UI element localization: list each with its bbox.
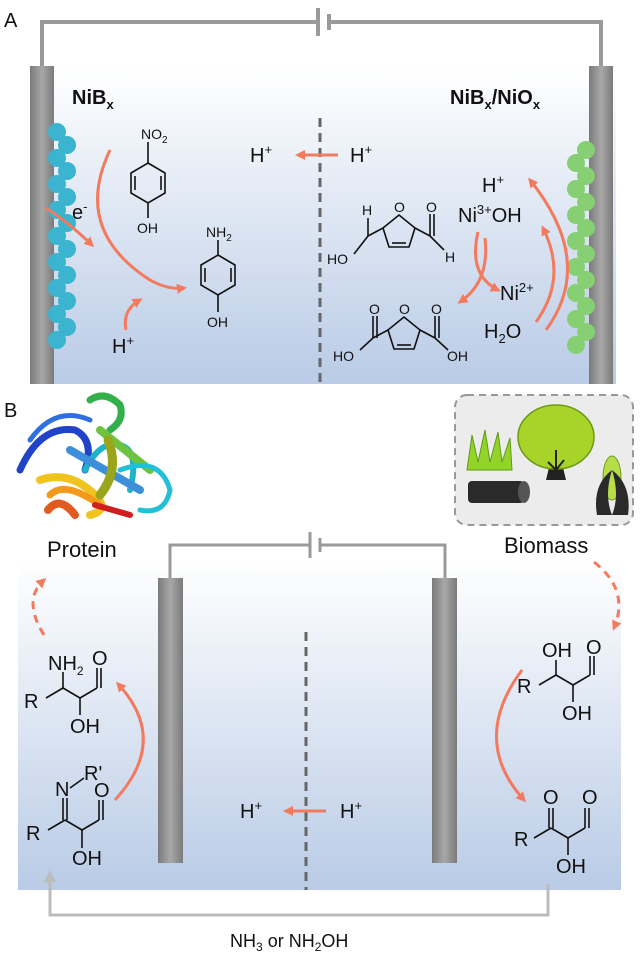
svg-text:OH: OH — [562, 703, 592, 725]
svg-text:H: H — [362, 202, 372, 218]
ammonia-feed-loop — [44, 870, 550, 917]
grass-icon — [466, 429, 513, 471]
svg-text:R': R' — [84, 763, 102, 785]
hydroxy-acid: OH R O OH — [517, 637, 602, 725]
svg-text:O: O — [426, 199, 437, 215]
svg-text:HO: HO — [327, 251, 348, 267]
svg-text:OH: OH — [542, 640, 572, 662]
panel-a-wire — [40, 20, 603, 66]
electron-arrow — [45, 206, 95, 248]
anode-proton: H+ — [482, 172, 504, 197]
keto-acid: O R O OH — [514, 787, 598, 878]
svg-text:O: O — [586, 637, 602, 659]
anode-label: NiBx/NiOx — [450, 87, 541, 112]
imine-acid: N R' R O OH — [26, 763, 110, 870]
panel-a-letter: A — [4, 10, 18, 32]
svg-text:R: R — [514, 829, 528, 851]
cathode-label: NiBx — [72, 87, 114, 112]
water: H2O — [484, 321, 521, 346]
cathode-proton-arrow — [123, 298, 143, 331]
svg-text:O: O — [394, 199, 405, 215]
ni2: Ni2+ — [500, 280, 534, 305]
cathode-proton: H+ — [112, 333, 134, 358]
panel-b-cathode — [158, 578, 183, 863]
svg-text:R: R — [24, 691, 38, 713]
tree-icon — [517, 404, 595, 480]
fdca-molecule: O O O HO OH — [333, 301, 468, 364]
aminophenol: NH2 OH — [200, 224, 236, 330]
svg-text:O: O — [543, 787, 559, 809]
panel-a-cell — [30, 66, 616, 384]
svg-text:HO: HO — [333, 348, 354, 364]
hmf-molecule: HO H O O H — [327, 199, 455, 267]
svg-text:O: O — [431, 301, 442, 317]
log-icon — [468, 481, 530, 503]
panel-a-cathode — [30, 66, 54, 384]
proton-a-left: H+ — [250, 142, 272, 167]
svg-text:OH: OH — [72, 848, 102, 870]
corn-icon — [596, 455, 629, 515]
to-protein-arrow — [31, 577, 47, 636]
proton-b-left: H+ — [240, 798, 262, 823]
ni3-oh: Ni3+OH — [458, 202, 522, 227]
panel-b-anode — [432, 578, 457, 863]
panel-b-wire — [168, 543, 447, 580]
svg-text:O: O — [582, 787, 598, 809]
hmf-oxidation-arrow — [457, 237, 488, 304]
proton-b-right: H+ — [340, 798, 362, 823]
amination-arrow — [113, 681, 145, 802]
svg-text:H: H — [445, 249, 455, 265]
anode-beads — [567, 141, 595, 354]
svg-text:NH2: NH2 — [48, 653, 84, 678]
svg-text:OH: OH — [137, 220, 158, 236]
svg-text:OH: OH — [70, 716, 100, 738]
reduction-arrow — [96, 149, 187, 294]
ni-oxidize-arrow — [534, 225, 556, 323]
svg-text:OH: OH — [207, 314, 228, 330]
nitrophenol: NO2 OH — [130, 126, 168, 236]
svg-text:NO2: NO2 — [141, 126, 168, 146]
svg-text:OH: OH — [447, 348, 468, 364]
amino-acid: NH2 R O OH — [24, 648, 108, 738]
svg-text:N: N — [55, 779, 69, 801]
svg-text:O: O — [92, 648, 108, 670]
svg-text:R: R — [517, 676, 531, 698]
svg-text:O: O — [399, 301, 410, 317]
svg-text:R: R — [26, 823, 40, 845]
panel-b-letter: B — [4, 400, 17, 422]
protein-structure-icon — [16, 392, 173, 519]
proton-a-right: H+ — [350, 142, 372, 167]
svg-text:O: O — [369, 301, 380, 317]
electron-label: e- — [72, 199, 87, 224]
biomass-label: Biomass — [504, 533, 588, 558]
svg-text:OH: OH — [556, 856, 586, 878]
protein-label: Protein — [47, 537, 117, 562]
ammonia-label: NH3 or NH2OH — [230, 931, 348, 954]
proton-release-arrow — [528, 177, 570, 331]
svg-text:O: O — [94, 780, 110, 802]
oxidation-arrow — [495, 669, 527, 803]
ni-reduce-arrow — [474, 231, 501, 292]
panel-b-cell — [18, 560, 621, 890]
svg-text:NH2: NH2 — [206, 224, 232, 244]
